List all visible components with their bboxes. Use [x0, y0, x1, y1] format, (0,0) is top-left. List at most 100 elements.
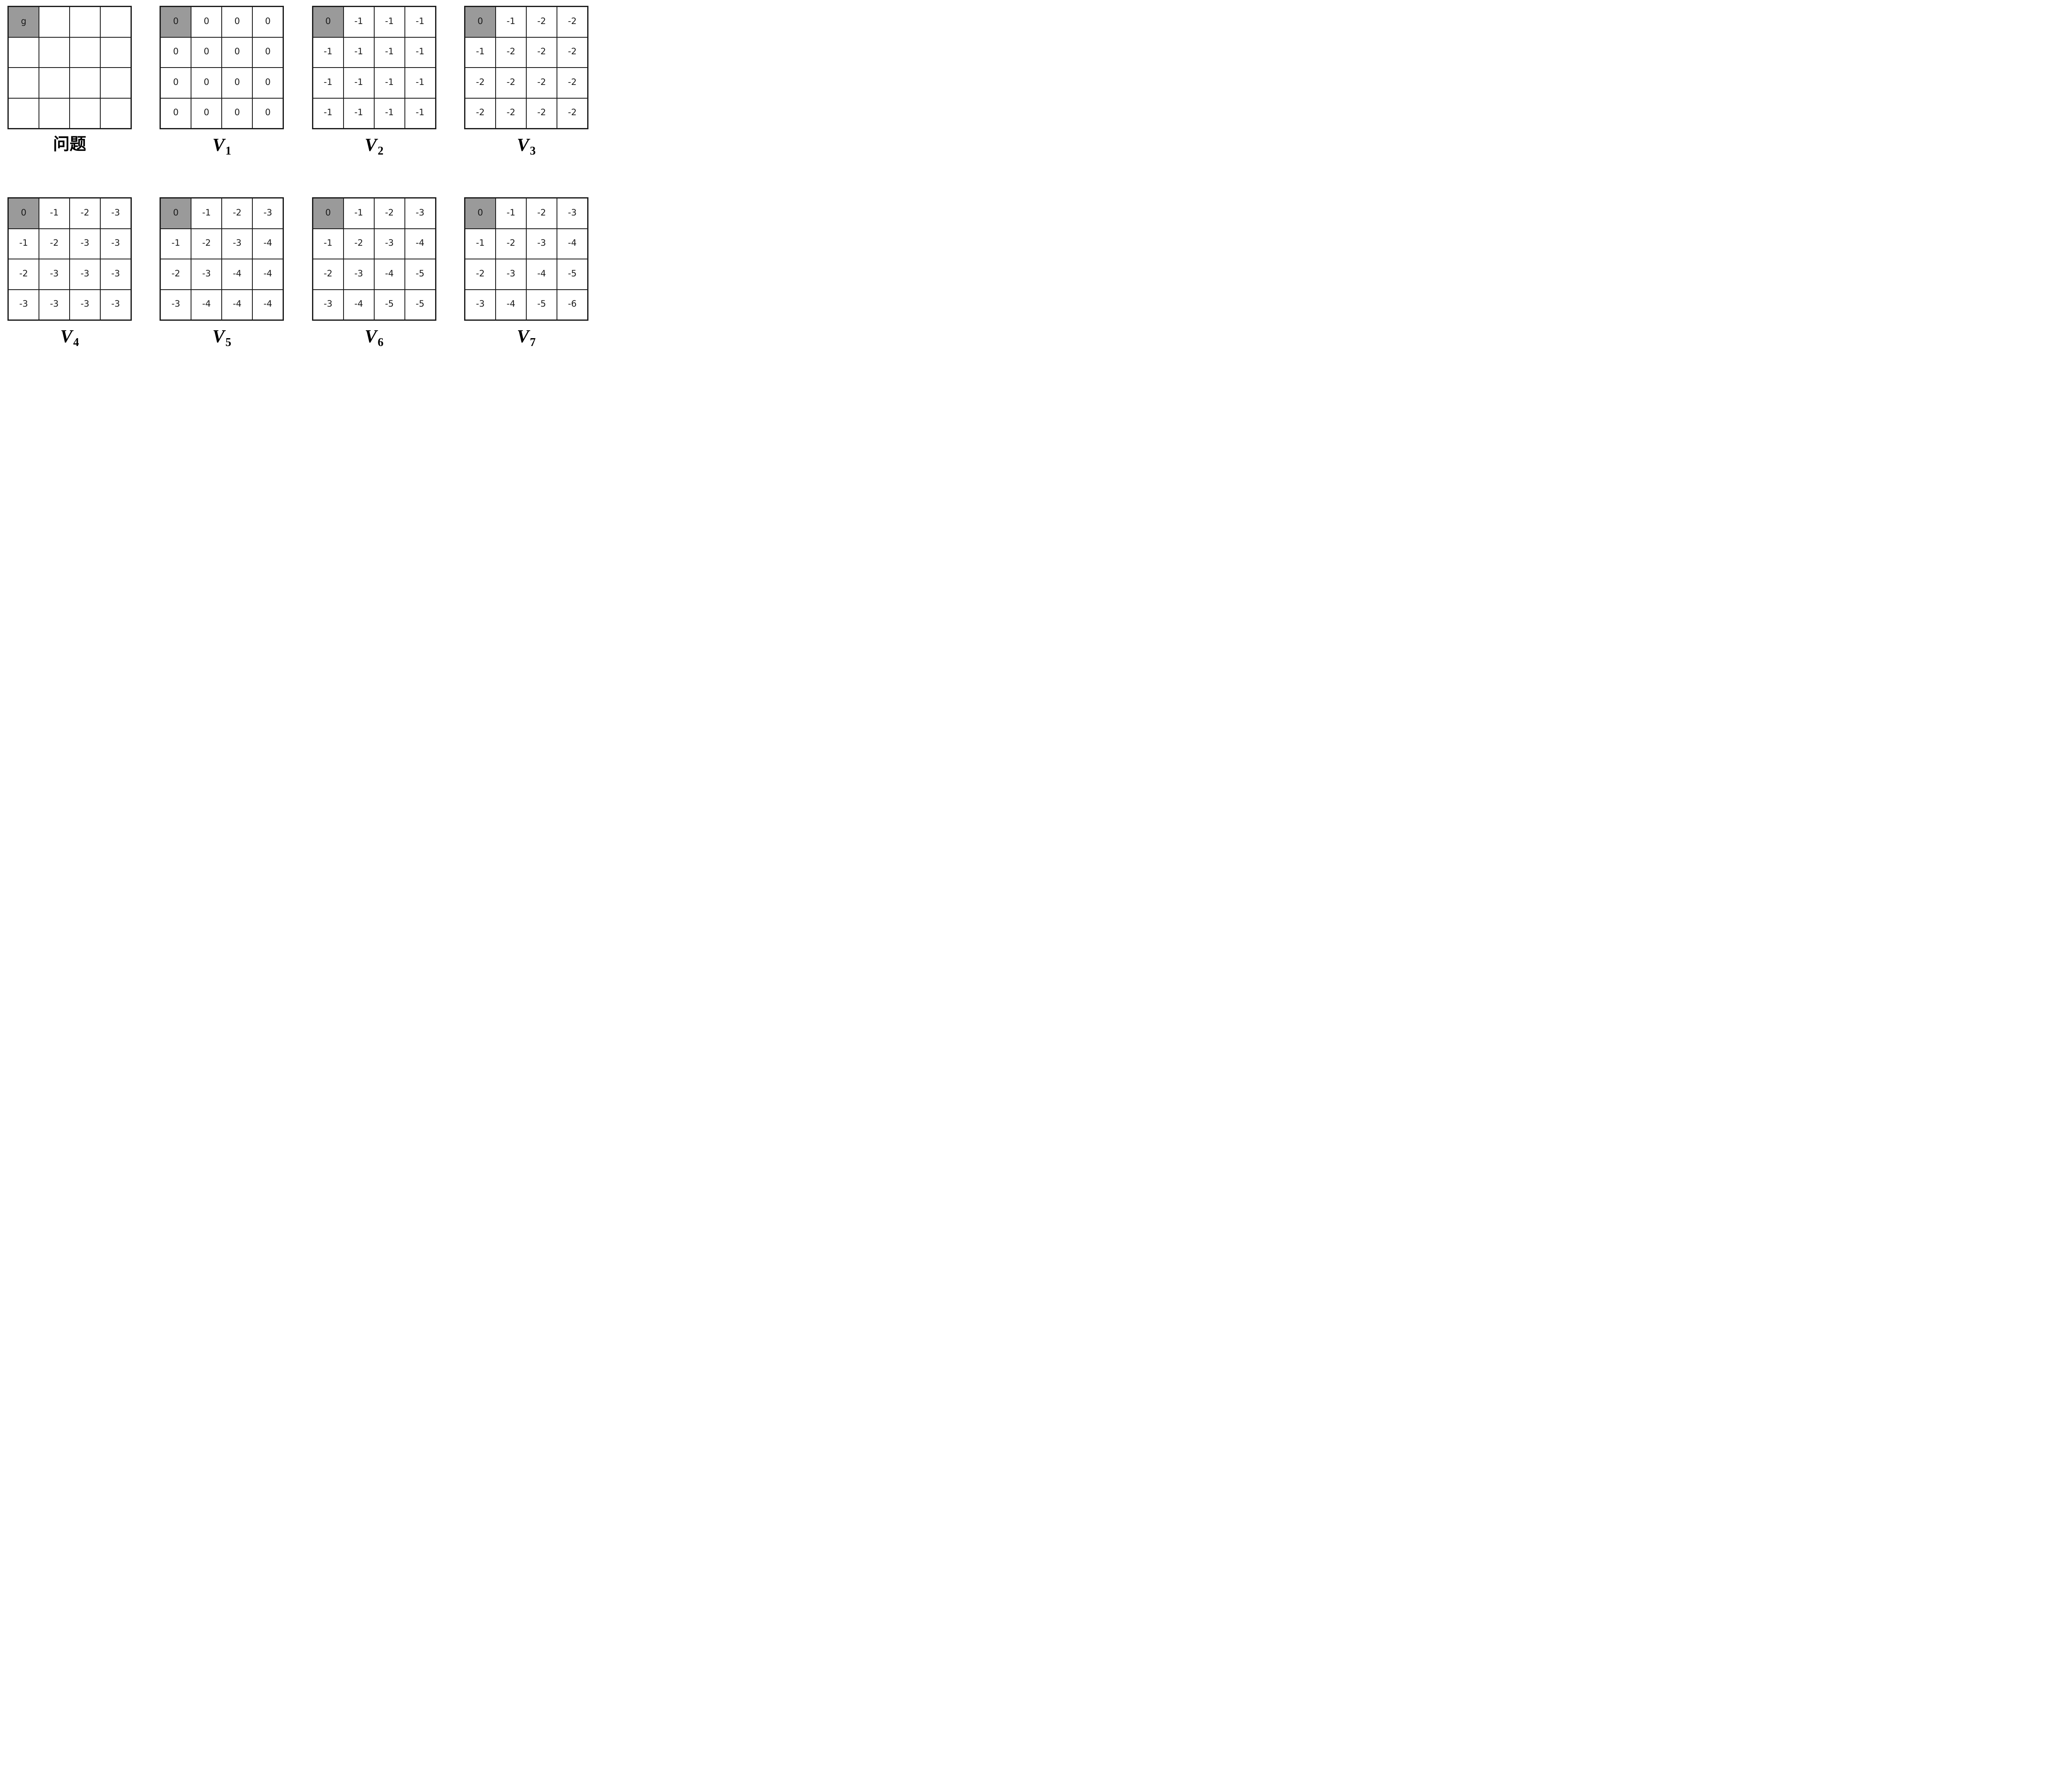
grid-cell: -1 — [495, 7, 526, 37]
grid-cell: -3 — [343, 259, 374, 290]
grid-cell: -1 — [404, 98, 436, 128]
grid-v2: 0-1-1-1-1-1-1-1-1-1-1-1-1-1-1-1 — [312, 6, 436, 129]
grid-cell: -2 — [526, 98, 557, 128]
grid-cell: -5 — [557, 259, 588, 290]
caption-subscript: 2 — [378, 145, 384, 157]
grid-cell — [8, 68, 39, 98]
goal-cell: 0 — [8, 198, 39, 229]
caption-text: V — [212, 135, 225, 155]
grid-cell: -2 — [495, 228, 526, 259]
grid-cell: -5 — [404, 289, 436, 320]
grid-cell: -1 — [191, 198, 222, 229]
grid-cell: -2 — [557, 7, 588, 37]
grid-cell: -5 — [374, 289, 405, 320]
caption-text: V — [364, 326, 377, 346]
grid-cell: -1 — [312, 98, 344, 128]
grid-cell: -4 — [252, 228, 283, 259]
grid-cell: -2 — [557, 68, 588, 98]
grid-cell: -2 — [495, 98, 526, 128]
caption-subscript: 1 — [225, 145, 231, 157]
panel-problem: g 问题 — [7, 6, 132, 157]
goal-cell: 0 — [465, 7, 496, 37]
grid-cell: -5 — [404, 259, 436, 290]
grid-cell: -4 — [404, 228, 436, 259]
caption-subscript: 3 — [530, 145, 536, 157]
grid-v4: 0-1-2-3-1-2-3-3-2-3-3-3-3-3-3-3 — [7, 197, 132, 321]
grid-cell: -3 — [222, 228, 253, 259]
grid-cell: -3 — [465, 289, 496, 320]
goal-cell: 0 — [160, 7, 191, 37]
grid-cell: -6 — [557, 289, 588, 320]
grid-v3: 0-1-2-2-1-2-2-2-2-2-2-2-2-2-2-2 — [464, 6, 588, 129]
grid-cell — [39, 7, 70, 37]
grid-cell — [70, 37, 100, 68]
goal-cell: 0 — [312, 198, 344, 229]
grid-cell: -4 — [252, 289, 283, 320]
grid-cell: -2 — [526, 37, 557, 68]
grid-cell: -4 — [557, 228, 588, 259]
grid-cell: -1 — [374, 68, 405, 98]
grid-cell: -3 — [252, 198, 283, 229]
grid-cell: -1 — [374, 7, 405, 37]
grid-cell: -4 — [252, 259, 283, 290]
caption-text: V — [517, 135, 529, 155]
grid-cell: -3 — [100, 259, 131, 290]
grid-cell: -2 — [495, 68, 526, 98]
grid-cell: -3 — [557, 198, 588, 229]
caption-subscript: 7 — [530, 336, 536, 349]
grid-cell: 0 — [252, 68, 283, 98]
grid-cell: -1 — [312, 228, 344, 259]
grid-cell: -3 — [160, 289, 191, 320]
grid-cell: -4 — [526, 259, 557, 290]
caption-text: V — [212, 326, 225, 346]
caption-text: 问题 — [53, 134, 86, 154]
grid-cell: -3 — [70, 259, 100, 290]
grid-cell: -2 — [160, 259, 191, 290]
grid-cell: 0 — [222, 7, 253, 37]
grid-cell: 0 — [191, 98, 222, 128]
grid-cell: -3 — [526, 228, 557, 259]
grid-cell — [100, 68, 131, 98]
grid-cell — [100, 98, 131, 128]
grid-cell: 0 — [191, 68, 222, 98]
grid-cell: 0 — [191, 7, 222, 37]
grid-cell: -2 — [465, 98, 496, 128]
grid-cell: 0 — [222, 98, 253, 128]
grid-cell: -3 — [100, 198, 131, 229]
grid-cell — [70, 68, 100, 98]
grid-cell: -1 — [343, 98, 374, 128]
grid-cell: -1 — [465, 37, 496, 68]
grid-cell: -2 — [465, 68, 496, 98]
grid-cell: -3 — [374, 228, 405, 259]
grid-cell: -4 — [191, 289, 222, 320]
grid-cell: -3 — [70, 228, 100, 259]
grid-cell: -3 — [495, 259, 526, 290]
grid-cell: -3 — [100, 289, 131, 320]
grid-cell: 0 — [252, 37, 283, 68]
grid-cell: -2 — [222, 198, 253, 229]
grid-cell: -1 — [39, 198, 70, 229]
grid-cell: -2 — [526, 198, 557, 229]
grid-cell: -1 — [495, 198, 526, 229]
grid-cell: -2 — [70, 198, 100, 229]
grid-v7: 0-1-2-3-1-2-3-4-2-3-4-5-3-4-5-6 — [464, 197, 588, 321]
grid-cell: 0 — [222, 68, 253, 98]
grid-cell: -2 — [495, 37, 526, 68]
grid-cell: -2 — [343, 228, 374, 259]
grid-cell: -1 — [343, 7, 374, 37]
grid-cell: -2 — [312, 259, 344, 290]
goal-cell: g — [8, 7, 39, 37]
caption-text: V — [364, 135, 377, 155]
grid-cell — [8, 37, 39, 68]
grid-cell: -3 — [312, 289, 344, 320]
grid-cell: -4 — [374, 259, 405, 290]
grid-cell: 0 — [160, 68, 191, 98]
grid-cell: 0 — [252, 7, 283, 37]
